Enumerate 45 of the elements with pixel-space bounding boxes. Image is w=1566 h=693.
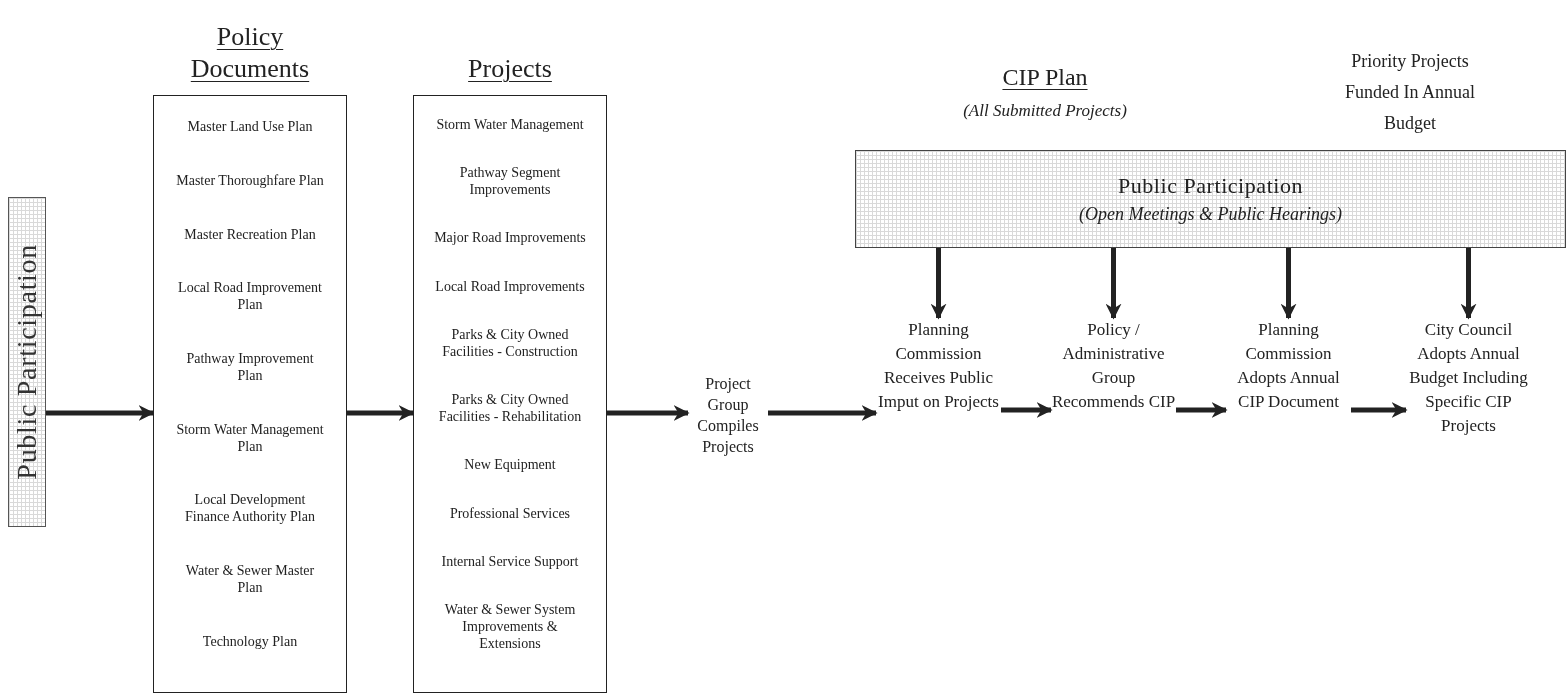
list-item: Pathway Segment Improvements <box>458 163 562 198</box>
list-item: Internal Service Support <box>441 553 579 570</box>
step-text: City Council Adopts Annual Budget Including Specific CIP Projects <box>1408 319 1529 437</box>
section-subtitle: (All Submitted Projects) <box>962 100 1128 122</box>
arrow <box>1105 248 1122 320</box>
list-item: New Equipment <box>464 456 556 474</box>
list-item: Parks & City Owned Facilities - Rehabilitation <box>437 391 583 426</box>
list-item: Major Road Improvements <box>434 229 586 247</box>
arrow <box>1351 402 1408 418</box>
list-item: Local Road Improvement Plan <box>177 279 323 314</box>
participation-box <box>8 197 46 527</box>
step-text: Planning Commission Adopts Annual CIP Document <box>1236 319 1341 413</box>
arrow <box>347 405 415 421</box>
list-item: Storm Water Management Plan <box>175 420 325 455</box>
column-heading: Projects <box>467 53 553 85</box>
list-item: Professional Services <box>449 504 571 522</box>
box-label: Public Participation <box>12 244 42 480</box>
step-text: Policy / Administrative Group Recommends CIP <box>1051 319 1176 413</box>
section-heading: CIP Plan <box>1001 63 1089 92</box>
arrow <box>1001 402 1053 418</box>
list-item: Technology Plan <box>202 632 298 650</box>
list-item: Storm Water Management <box>436 115 584 133</box>
list-item: Water & Sewer System Improvements & Extensions <box>443 601 577 653</box>
list-item: Master Thoroughfare Plan <box>176 172 324 189</box>
band-subtitle: (Open Meetings & Public Hearings) <box>1079 203 1342 225</box>
arrow <box>768 405 878 421</box>
section-note: Priority Projects Funded In Annual Budget <box>1345 50 1475 135</box>
arrow <box>46 405 155 421</box>
column-heading: Policy Documents <box>189 21 311 85</box>
list-item: Local Development Finance Authority Plan <box>184 491 316 526</box>
arrow <box>1176 402 1228 418</box>
list-item: Pathway Improvement Plan <box>185 349 315 384</box>
band-title: Public Participation <box>1117 173 1304 199</box>
arrow <box>607 405 690 421</box>
list-item: Water & Sewer Master Plan <box>184 561 316 596</box>
list-item: Master Land Use Plan <box>187 118 313 136</box>
list-item: Parks & City Owned Facilities - Construction <box>441 325 579 360</box>
step-text: Planning Commission Receives Public Imput on Projects <box>877 319 1000 413</box>
arrow <box>930 248 947 320</box>
arrow <box>1460 248 1477 320</box>
step-text: Project Group Compiles Projects <box>696 374 760 457</box>
arrow <box>1280 248 1297 320</box>
participation-band <box>855 150 1566 248</box>
list-item: Master Recreation Plan <box>184 225 316 243</box>
list-item: Local Road Improvements <box>435 277 585 295</box>
